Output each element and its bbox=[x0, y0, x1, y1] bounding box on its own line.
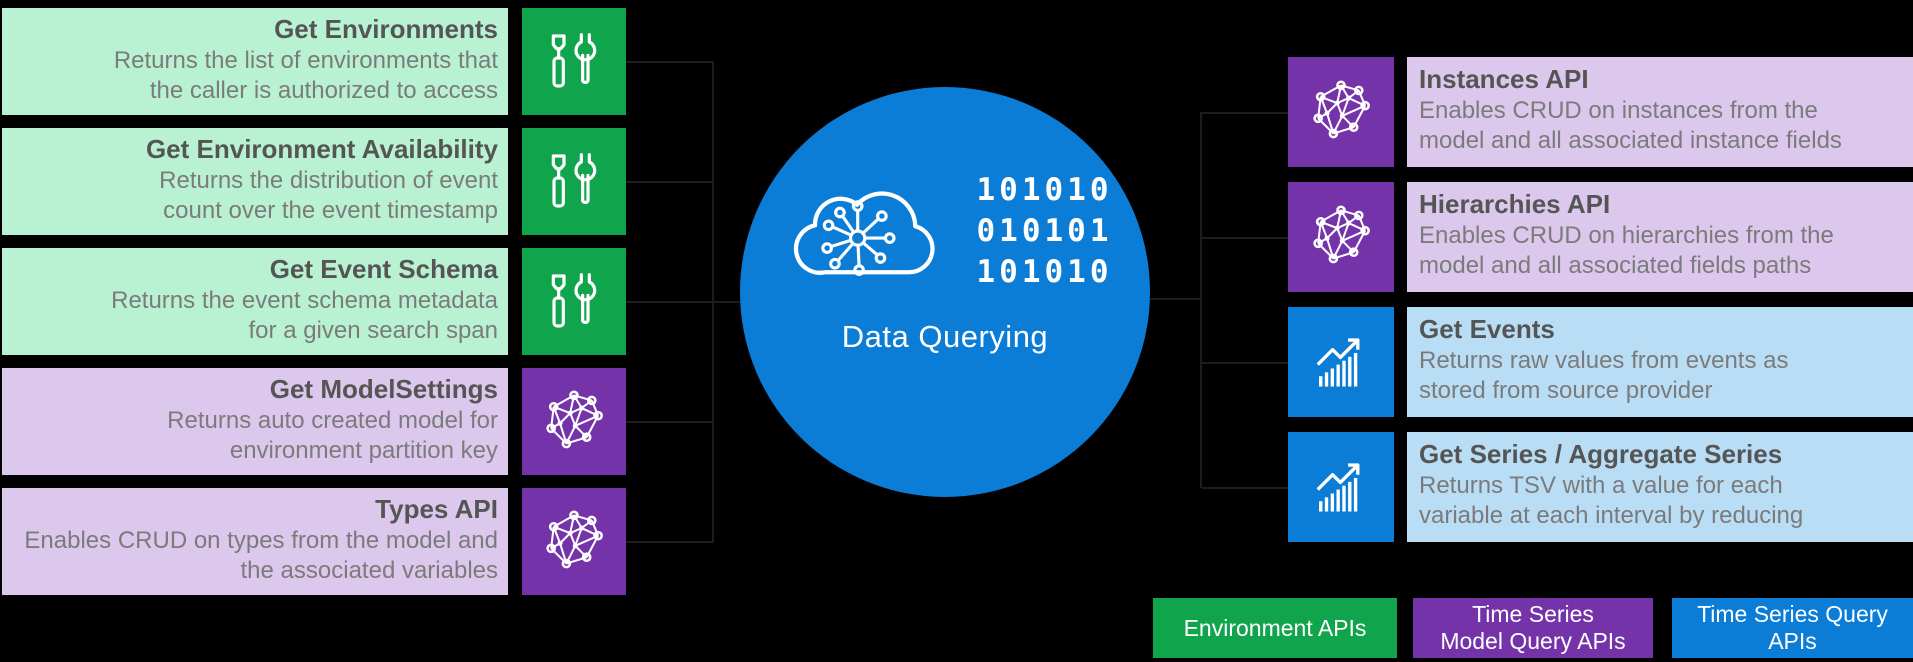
api-card-title: Get Events bbox=[1419, 314, 1555, 344]
api-card-get-events: Get Events Returns raw values from event… bbox=[1288, 307, 1913, 417]
connector-line bbox=[626, 541, 714, 543]
api-card-get-environment-availability: Get Environment Availability Returns the… bbox=[2, 128, 626, 235]
api-card-text: Hierarchies API Enables CRUD on hierarch… bbox=[1407, 182, 1913, 292]
api-card-desc: Enables CRUD on hierarchies from the bbox=[1419, 222, 1834, 249]
circle-graphic-row: 101010 010101 101010 bbox=[778, 167, 1113, 295]
api-card-title: Hierarchies API bbox=[1419, 189, 1611, 219]
api-card-types-api: Types API Enables CRUD on types from the… bbox=[2, 488, 626, 595]
connector-line bbox=[1202, 237, 1288, 239]
api-card-desc: Returns the list of environments that bbox=[113, 47, 498, 74]
legend-time-series-query-apis: Time Series Query APIs bbox=[1672, 598, 1913, 658]
binary-line: 010101 bbox=[976, 212, 1113, 249]
api-card-title: Get Event Schema bbox=[269, 254, 498, 284]
api-card-desc: stored from source provider bbox=[1419, 377, 1713, 404]
api-card-title: Instances API bbox=[1419, 64, 1589, 94]
binary-line: 101010 bbox=[976, 171, 1113, 208]
api-card-title: Get ModelSettings bbox=[269, 374, 498, 404]
api-card-text: Types API Enables CRUD on types from the… bbox=[2, 488, 508, 595]
api-card-desc: the caller is authorized to access bbox=[149, 77, 498, 104]
network-graph-icon bbox=[1288, 57, 1394, 167]
data-querying-circle: 101010 010101 101010 Data Querying bbox=[740, 87, 1150, 497]
connector-line bbox=[1202, 362, 1288, 364]
api-card-get-environments: Get Environments Returns the list of env… bbox=[2, 8, 626, 115]
connector-line bbox=[1202, 112, 1288, 114]
api-card-instances-api: Instances API Enables CRUD on instances … bbox=[1288, 57, 1913, 167]
legend-label: Model Query APIs bbox=[1440, 628, 1626, 654]
api-card-text: Get Series / Aggregate Series Returns TS… bbox=[1407, 432, 1913, 542]
network-graph-icon bbox=[522, 488, 626, 595]
api-card-desc: Enables CRUD on instances from the bbox=[1419, 97, 1818, 124]
connector-line bbox=[626, 421, 714, 423]
api-card-desc: Returns auto created model for bbox=[167, 407, 498, 434]
tools-icon bbox=[522, 248, 626, 355]
api-card-desc: Returns raw values from events as bbox=[1419, 347, 1789, 374]
api-card-desc: model and all associated instance fields bbox=[1419, 127, 1842, 154]
api-card-text: Get Environments Returns the list of env… bbox=[2, 8, 508, 115]
api-card-desc: for a given search span bbox=[248, 317, 498, 344]
api-card-desc: Returns the event schema metadata bbox=[111, 287, 498, 314]
legend-label: Environment APIs bbox=[1183, 614, 1367, 641]
legend-label: Time Series bbox=[1472, 601, 1594, 627]
chart-increase-icon bbox=[1288, 432, 1394, 542]
api-card-get-event-schema: Get Event Schema Returns the event schem… bbox=[2, 248, 626, 355]
api-card-get-modelsettings: Get ModelSettings Returns auto created m… bbox=[2, 368, 626, 475]
api-card-hierarchies-api: Hierarchies API Enables CRUD on hierarch… bbox=[1288, 182, 1913, 292]
api-card-desc: Returns TSV with a value for each bbox=[1419, 472, 1783, 499]
api-card-desc: Enables CRUD on types from the model and bbox=[24, 527, 498, 554]
api-card-title: Types API bbox=[375, 494, 498, 524]
api-card-title: Get Series / Aggregate Series bbox=[1419, 439, 1783, 469]
circle-label: Data Querying bbox=[841, 319, 1049, 354]
api-card-desc: environment partition key bbox=[229, 437, 498, 464]
binary-line: 101010 bbox=[976, 253, 1113, 290]
tools-icon bbox=[522, 8, 626, 115]
connector-line bbox=[714, 301, 742, 303]
tools-icon bbox=[522, 128, 626, 235]
api-card-text: Instances API Enables CRUD on instances … bbox=[1407, 57, 1913, 167]
chart-increase-icon bbox=[1288, 307, 1394, 417]
legend-time-series-model-query-apis: Time Series Model Query APIs bbox=[1413, 598, 1653, 658]
cloud-network-icon bbox=[793, 191, 935, 276]
api-card-desc: variable at each interval by reducing bbox=[1419, 502, 1804, 529]
api-card-desc: the associated variables bbox=[240, 557, 498, 584]
legend-label: APIs bbox=[1768, 628, 1817, 654]
api-card-text: Get Event Schema Returns the event schem… bbox=[2, 248, 508, 355]
network-graph-icon bbox=[522, 368, 626, 475]
right-connector-spine bbox=[1200, 112, 1202, 488]
connector-line bbox=[626, 181, 714, 183]
legend-environment-apis: Environment APIs bbox=[1153, 598, 1397, 658]
api-card-get-series: Get Series / Aggregate Series Returns TS… bbox=[1288, 432, 1913, 542]
connector-line bbox=[626, 61, 714, 63]
binary-code-text: 101010 010101 101010 bbox=[977, 170, 1113, 293]
api-card-desc: count over the event timestamp bbox=[163, 197, 498, 224]
connector-line bbox=[1150, 298, 1202, 300]
api-card-title: Get Environment Availability bbox=[145, 134, 498, 164]
api-card-desc: model and all associated fields paths bbox=[1419, 252, 1812, 279]
api-card-desc: Returns the distribution of event bbox=[159, 167, 498, 194]
network-graph-icon bbox=[1288, 182, 1394, 292]
connector-line bbox=[1202, 487, 1288, 489]
connector-line bbox=[626, 301, 714, 303]
api-card-text: Get Environment Availability Returns the… bbox=[2, 128, 508, 235]
legend-label: Time Series Query bbox=[1697, 601, 1888, 627]
api-card-title: Get Environments bbox=[274, 14, 498, 44]
api-card-text: Get ModelSettings Returns auto created m… bbox=[2, 368, 508, 475]
api-card-text: Get Events Returns raw values from event… bbox=[1407, 307, 1913, 417]
